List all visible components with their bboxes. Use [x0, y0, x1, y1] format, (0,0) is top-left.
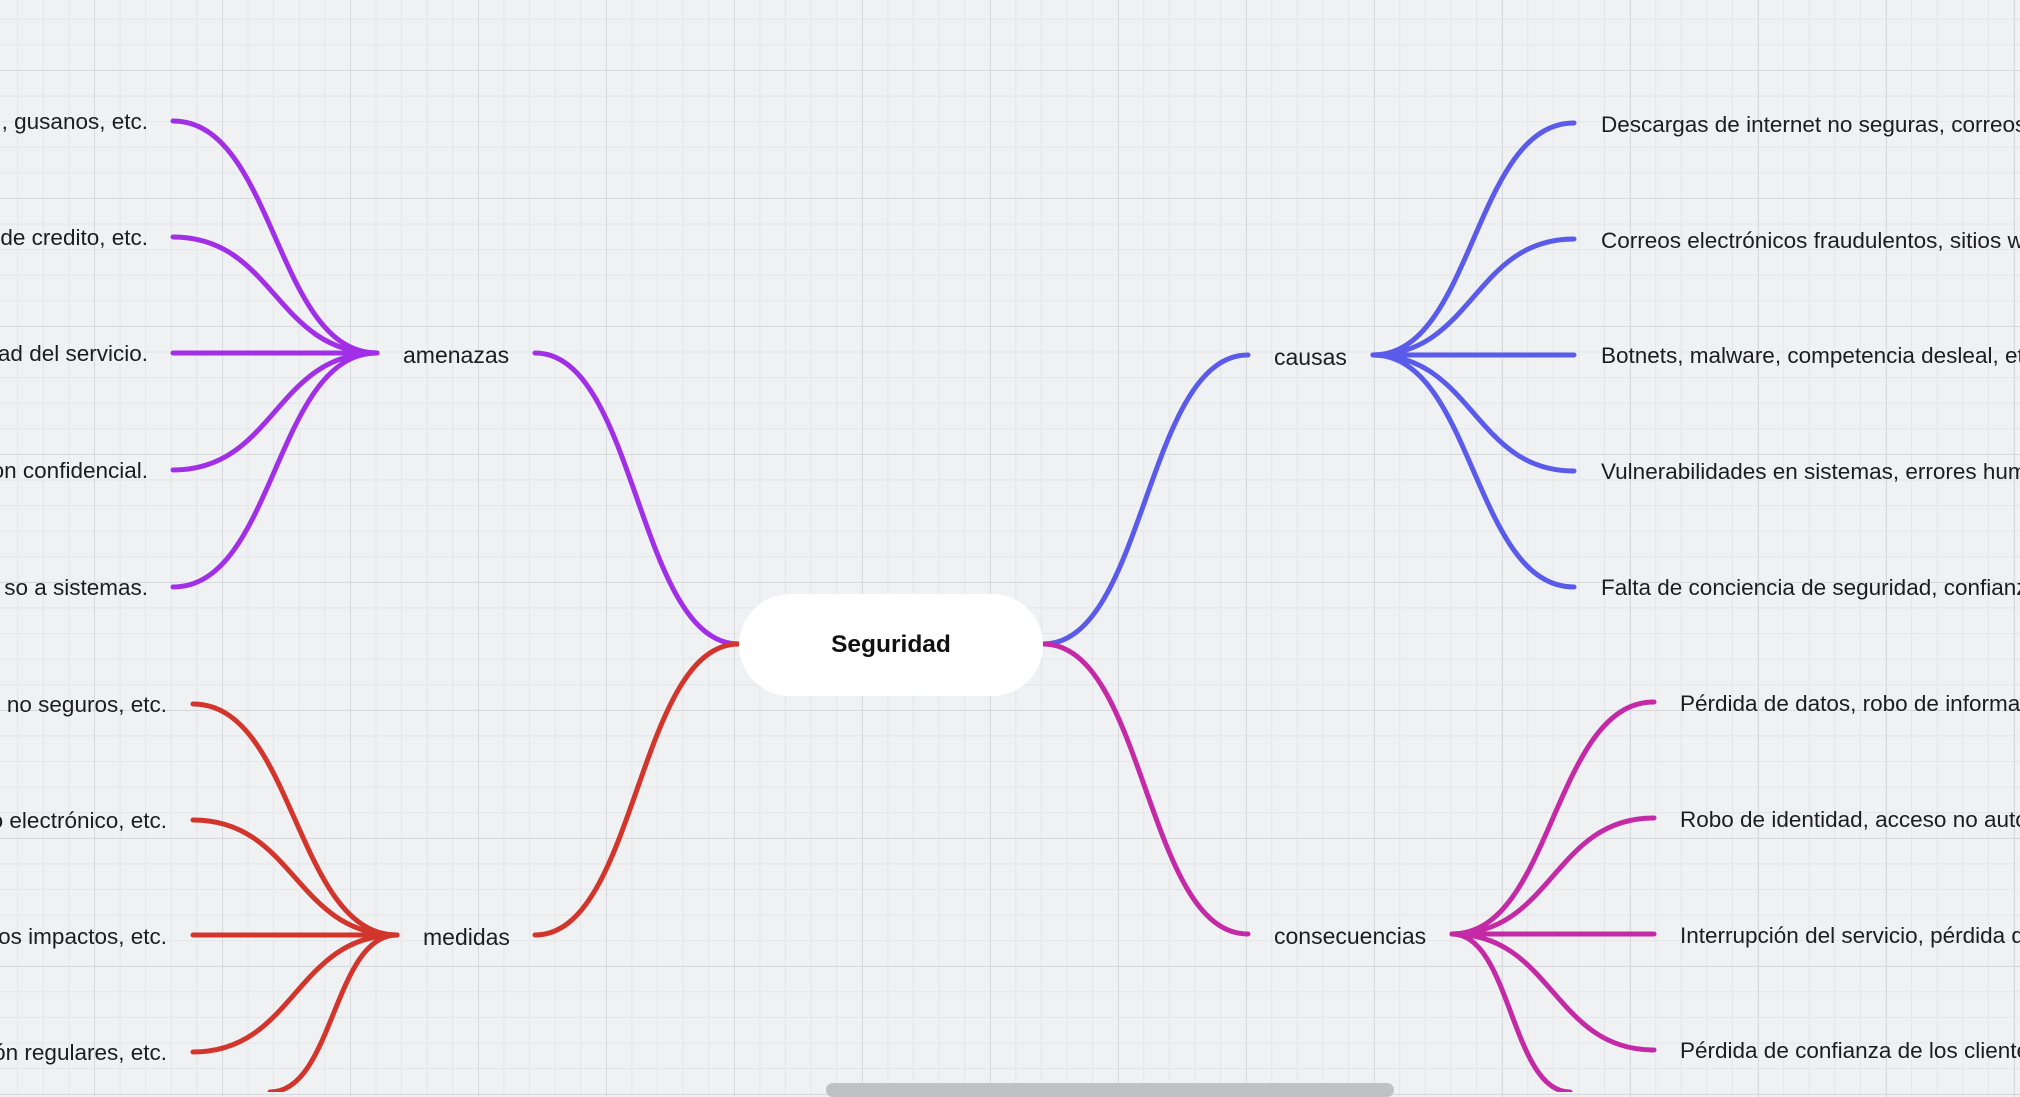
leaf-node-medidas-4[interactable]: ón regulares, etc. — [0, 1039, 167, 1067]
leaf-node-medidas-2[interactable]: o electrónico, etc. — [0, 807, 167, 835]
leaf-node-amenazas-2[interactable]: de credito, etc. — [0, 224, 148, 252]
root-node-seguridad[interactable]: Seguridad — [739, 594, 1043, 696]
connector-consecuencias-leaf-1 — [1449, 699, 1657, 937]
leaf-label: Falta de conciencia de seguridad, confia… — [1601, 575, 2020, 600]
leaf-label: los impactos, etc. — [0, 924, 167, 949]
root-node-label: Seguridad — [831, 631, 951, 658]
branch-label-consecuencias: consecuencias — [1274, 923, 1427, 949]
connector-consecuencias-leaf-2 — [1449, 815, 1657, 937]
leaf-node-consecuencias-2[interactable]: Robo de identidad, acceso no auto — [1680, 806, 2020, 834]
leaf-label: Correos electrónicos fraudulentos, sitio… — [1601, 228, 2020, 253]
leaf-label: , gusanos, etc. — [1, 109, 148, 134]
branch-node-consecuencias[interactable]: consecuencias — [1274, 922, 1426, 950]
leaf-node-causas-5[interactable]: Falta de conciencia de seguridad, confia… — [1601, 574, 2020, 602]
leaf-label: Pérdida de confianza de los cliente — [1680, 1038, 2020, 1063]
leaf-node-consecuencias-4[interactable]: Pérdida de confianza de los cliente — [1680, 1037, 2020, 1065]
leaf-node-medidas-1[interactable]: s no seguros, etc. — [0, 691, 167, 719]
branch-node-causas[interactable]: causas — [1274, 343, 1347, 371]
leaf-node-amenazas-3[interactable]: ad del servicio. — [0, 340, 148, 368]
branch-label-causas: causas — [1274, 344, 1347, 370]
connector-amenazas-leaf-5 — [170, 350, 380, 590]
branch-node-medidas[interactable]: medidas — [423, 923, 510, 951]
leaf-label: Pérdida de datos, robo de informac — [1680, 691, 2020, 716]
connector-causas-leaf-1 — [1370, 120, 1577, 358]
branch-node-amenazas[interactable]: amenazas — [403, 341, 509, 369]
connector-medidas-leaf-1 — [190, 701, 400, 938]
branch-label-medidas: medidas — [423, 924, 510, 950]
connector-consecuencias-leaf-4 — [1449, 931, 1657, 1053]
leaf-node-amenazas-4[interactable]: on confidencial. — [0, 457, 148, 485]
connector-medidas-leaf-4 — [190, 932, 400, 1055]
connector-amenazas-leaf-4 — [170, 350, 380, 473]
connector-medidas-leaf-2 — [190, 817, 400, 938]
connector-root-consecuencias — [1040, 641, 1251, 937]
leaf-node-consecuencias-1[interactable]: Pérdida de datos, robo de informac — [1680, 690, 2020, 718]
leaf-label: Descargas de internet no seguras, correo… — [1601, 112, 2020, 137]
leaf-label: on confidencial. — [0, 458, 148, 483]
connector-causas-leaf-4 — [1370, 352, 1577, 474]
leaf-node-medidas-3[interactable]: los impactos, etc. — [0, 923, 167, 951]
leaf-label: ad del servicio. — [0, 341, 148, 366]
leaf-label: Interrupción del servicio, pérdida d — [1680, 923, 2020, 948]
horizontal-scrollbar[interactable] — [826, 1083, 1394, 1097]
leaf-node-causas-3[interactable]: Botnets, malware, competencia desleal, e… — [1601, 342, 2020, 370]
leaf-label: Robo de identidad, acceso no auto — [1680, 807, 2020, 832]
leaf-node-consecuencias-3[interactable]: Interrupción del servicio, pérdida d — [1680, 922, 2020, 950]
branch-label-amenazas: amenazas — [403, 342, 510, 368]
connector-amenazas-leaf-2 — [170, 234, 380, 356]
leaf-label: s no seguros, etc. — [0, 692, 167, 717]
leaf-label: so a sistemas. — [4, 575, 148, 600]
connector-causas-leaf-5 — [1370, 352, 1577, 590]
connector-medidas-leaf-5 — [267, 932, 400, 1092]
connector-root-amenazas — [532, 350, 742, 647]
leaf-label: de credito, etc. — [0, 225, 148, 250]
leaf-node-causas-4[interactable]: Vulnerabilidades en sistemas, errores hu… — [1601, 458, 2020, 486]
leaf-label: o electrónico, etc. — [0, 808, 167, 833]
leaf-node-amenazas-5[interactable]: so a sistemas. — [4, 574, 148, 602]
connector-root-medidas — [532, 641, 742, 938]
connector-consecuencias-leaf-5 — [1449, 931, 1573, 1092]
connector-amenazas-leaf-1 — [170, 118, 380, 356]
leaf-label: Botnets, malware, competencia desleal, e… — [1601, 343, 2020, 368]
leaf-node-amenazas-1[interactable]: , gusanos, etc. — [2, 108, 148, 136]
connector-causas-leaf-2 — [1370, 236, 1577, 358]
leaf-label: ón regulares, etc. — [0, 1040, 167, 1065]
leaf-label: Vulnerabilidades en sistemas, errores hu… — [1601, 459, 2020, 484]
leaf-node-causas-1[interactable]: Descargas de internet no seguras, correo… — [1601, 111, 2020, 139]
connector-root-causas — [1040, 352, 1251, 647]
leaf-node-causas-2[interactable]: Correos electrónicos fraudulentos, sitio… — [1601, 227, 2020, 255]
